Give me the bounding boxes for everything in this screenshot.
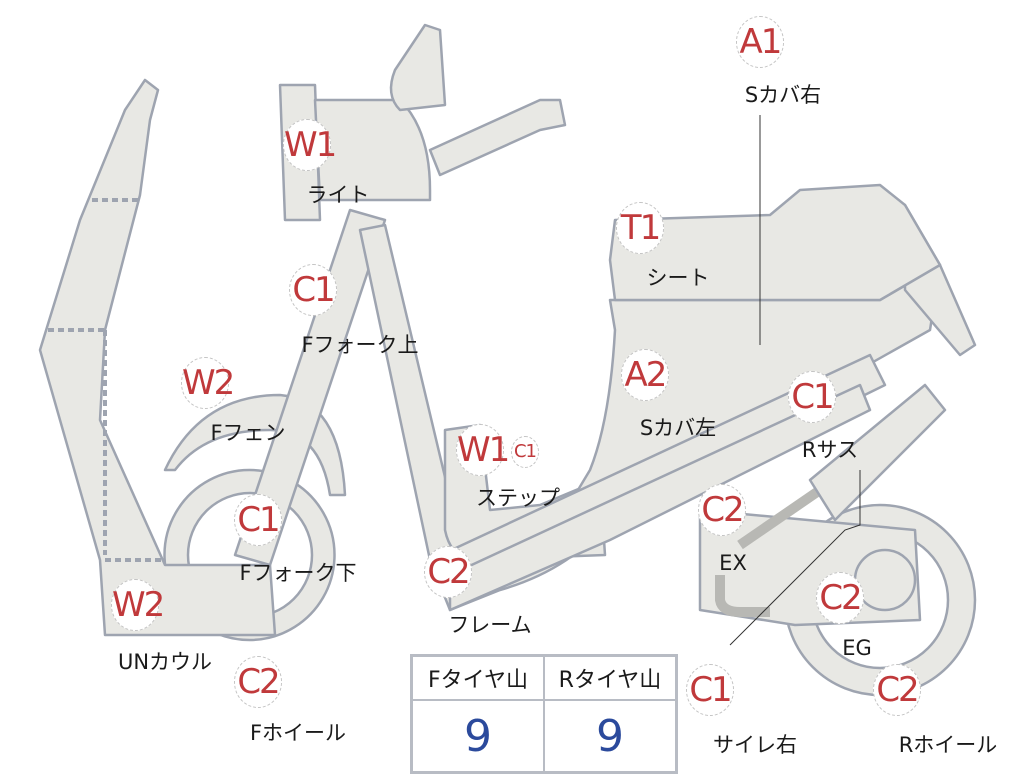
part-label-step: ステップ: [476, 486, 560, 510]
part-label-frame: フレーム: [448, 613, 532, 637]
rear-tire-header: Rタイヤ山: [543, 654, 678, 701]
part-label-front-fork-lower: Fフォーク下: [239, 561, 357, 585]
part-label-light: ライト: [306, 183, 370, 207]
mirror: [389, 23, 447, 112]
front-tire-value: 9: [410, 699, 545, 774]
part-code-badge: W1: [456, 424, 510, 476]
part-code-badge: W2: [111, 579, 165, 631]
part-code-badge: A2: [621, 349, 669, 401]
part-label-front-fork-upper: Fフォーク上: [301, 333, 419, 357]
part-label-side-cover-right: Sカバ右: [744, 83, 822, 107]
part-code-badge: C2: [698, 484, 746, 536]
part-code-badge: W2: [181, 357, 235, 409]
part-code-badge: T1: [616, 202, 664, 254]
rear-tire-value: 9: [543, 699, 678, 774]
part-code-badge: C1: [788, 371, 836, 423]
part-code-badge: C2: [873, 664, 921, 716]
tire-tread-table: Fタイヤ山 Rタイヤ山 9 9: [410, 654, 678, 774]
part-code-badge-small: C1: [511, 436, 539, 468]
seat: [608, 183, 942, 302]
part-label-under-cowl: UNカウル: [117, 650, 213, 674]
part-code-badge: C1: [289, 264, 337, 316]
part-label-front-fender: Fフェン: [210, 421, 286, 445]
part-label-exhaust: EX: [719, 551, 747, 575]
part-code-badge: C1: [234, 494, 282, 546]
part-code-badge: W1: [283, 119, 337, 171]
handlebar: [428, 98, 567, 177]
front-fork: [233, 208, 387, 567]
part-label-rear-suspension: Rサス: [801, 438, 859, 462]
rear-shock: [808, 383, 947, 522]
part-label-rear-wheel: Rホイール: [898, 733, 998, 757]
front-tire-header: Fタイヤ山: [410, 654, 545, 701]
part-label-seat: シート: [646, 266, 710, 290]
part-code-badge: C2: [234, 656, 282, 708]
part-label-muffler-right: サイレ右: [713, 733, 797, 757]
part-label-front-wheel: Fホイール: [249, 721, 347, 745]
part-label-side-cover-left: Sカバ左: [639, 416, 717, 440]
part-code-badge: C2: [816, 572, 864, 624]
part-code-badge: C1: [686, 664, 734, 716]
part-label-engine: EG: [842, 636, 872, 660]
part-code-badge: C2: [424, 546, 472, 598]
part-code-badge: A1: [736, 16, 784, 68]
